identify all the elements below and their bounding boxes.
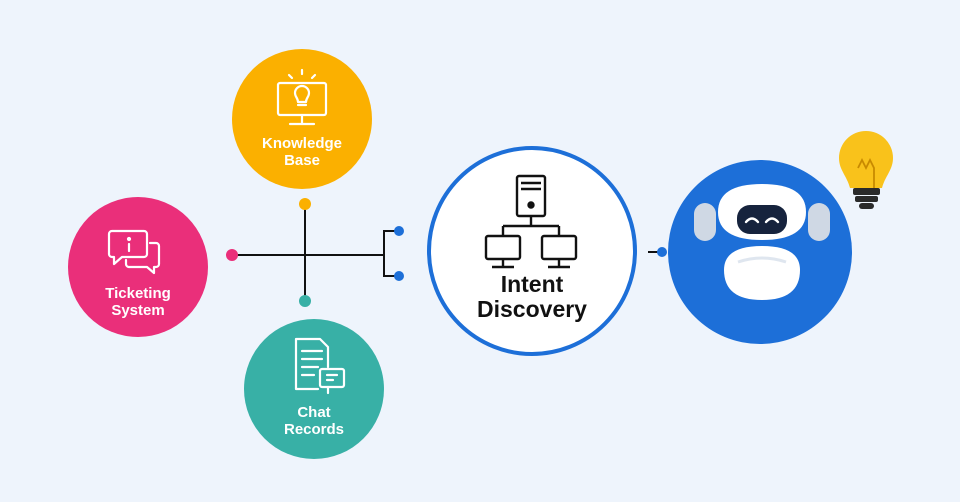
bot-node <box>668 131 893 344</box>
intent-discovery-label-line2: Discovery <box>477 296 587 322</box>
connector-lines <box>232 204 662 301</box>
intent-discovery-ring <box>427 146 637 356</box>
blue-dot-top <box>394 226 404 236</box>
chat-info-icon <box>107 229 161 275</box>
blue-dot-bot <box>657 247 667 257</box>
intent-discovery-label: Intent Discovery <box>442 272 622 322</box>
chat-records-node <box>244 319 384 459</box>
network-hierarchy-icon <box>484 174 578 269</box>
knowledge-base-label-line1: Knowledge <box>261 135 342 152</box>
chat-records-label-line1: Chat <box>297 404 331 421</box>
ticketing-system-node <box>68 197 208 337</box>
document-chat-icon <box>294 337 346 395</box>
knowledge-base-label: Knowledge Base <box>232 135 372 169</box>
ticketing-system-label: Ticketing System <box>68 285 208 319</box>
bracket-connector <box>383 230 399 277</box>
connector-dots <box>226 198 667 307</box>
intent-discovery-label-line1: Intent <box>500 271 564 297</box>
knowledge-base-node <box>232 49 372 189</box>
lightbulb-monitor-icon <box>276 68 328 126</box>
pink-dot <box>226 249 238 261</box>
robot-icon <box>694 184 830 300</box>
chat-records-label: Chat Records <box>244 404 384 438</box>
lightbulb-icon <box>839 131 893 209</box>
yellow-dot <box>299 198 311 210</box>
blue-dot-bottom <box>394 271 404 281</box>
intent-discovery-node <box>427 146 637 356</box>
ticketing-system-label-line1: Ticketing <box>105 285 171 302</box>
knowledge-base-label-line2: Base <box>284 152 320 169</box>
teal-dot <box>299 295 311 307</box>
ticketing-system-label-line2: System <box>111 302 165 319</box>
chat-records-label-line2: Records <box>283 421 345 438</box>
